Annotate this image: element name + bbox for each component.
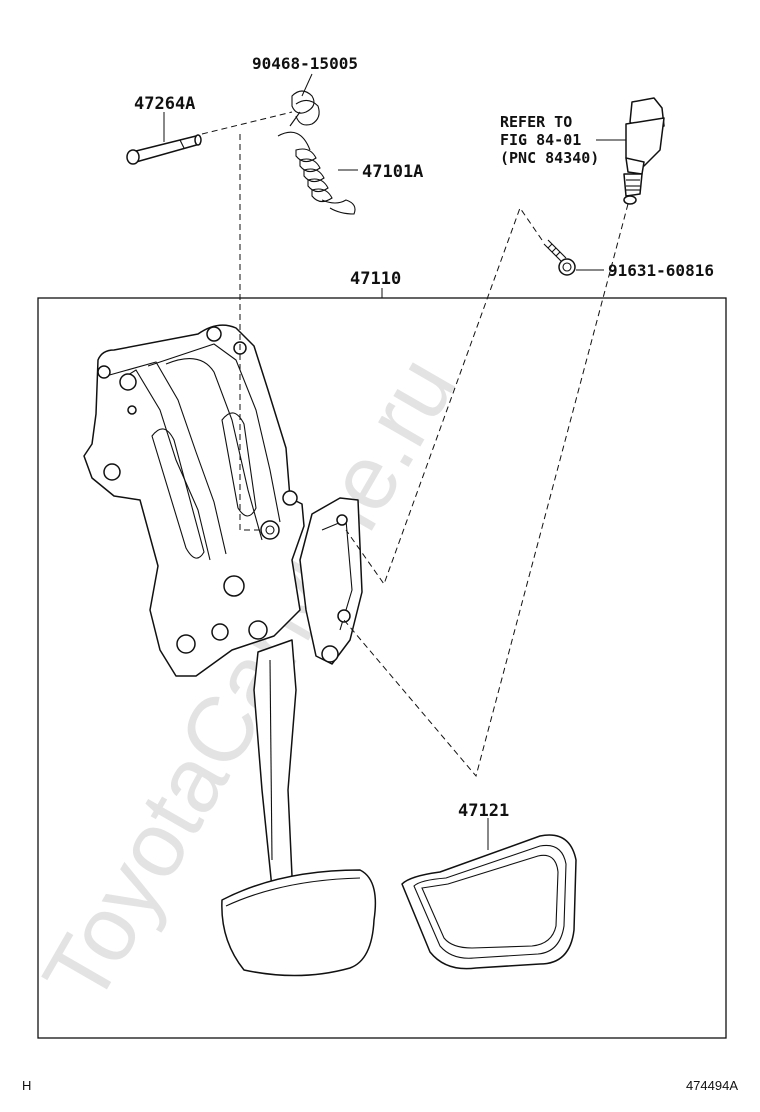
return-spring-47101a[interactable]: [277, 131, 356, 215]
dash-pin-clip: [201, 111, 293, 135]
bolt-91631-60816[interactable]: [543, 239, 576, 276]
label-91631-60816: 91631-60816: [608, 261, 714, 280]
label-47121: 47121: [458, 801, 509, 821]
label-refer-line3: (PNC 84340): [500, 149, 599, 167]
label-47101a: 47101A: [362, 162, 423, 182]
dash-bolt-to-bracket: [345, 206, 543, 586]
dash-pin-vertical: [239, 134, 264, 531]
pin-47264a[interactable]: [126, 134, 202, 165]
stop-lamp-switch[interactable]: [623, 97, 665, 205]
pedal-pad-47121[interactable]: [401, 834, 577, 970]
label-refer-line1: REFER TO: [500, 113, 572, 131]
footer-left: H: [22, 1078, 31, 1093]
footer-right: 474494A: [686, 1078, 738, 1093]
label-47110: 47110: [350, 269, 401, 289]
label-47264a: 47264A: [134, 94, 195, 114]
leader-90468: [301, 73, 313, 97]
label-refer-line2: FIG 84-01: [500, 131, 581, 149]
label-90468-15005: 90468-15005: [252, 54, 358, 73]
dash-switch-to-bracket: [343, 203, 629, 778]
clip-90468-15005[interactable]: [289, 90, 320, 127]
